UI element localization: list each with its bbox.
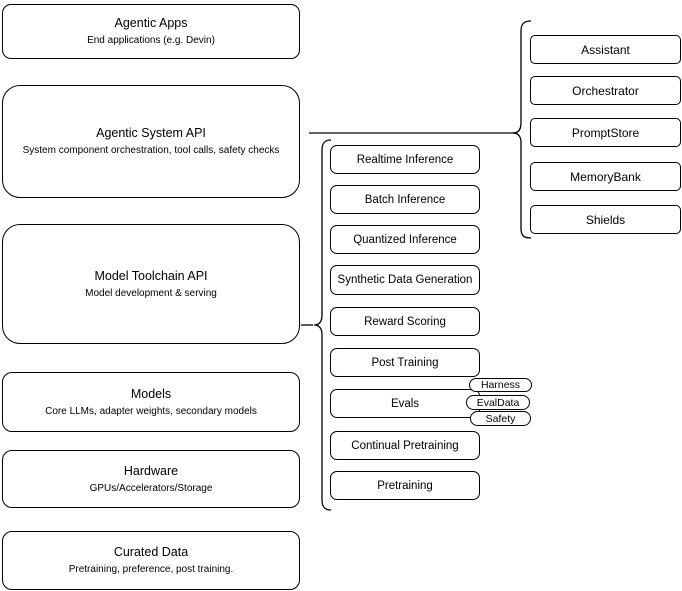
node-title: Model Toolchain API (94, 268, 208, 283)
component-orchestrator: Orchestrator (530, 76, 681, 105)
toolchain-item-batch-inference: Batch Inference (330, 185, 480, 214)
node-agentic-system-api: Agentic System API System component orch… (2, 85, 300, 198)
node-title: Hardware (123, 463, 179, 478)
toolchain-item-quantized-inference: Quantized Inference (330, 225, 480, 254)
node-subtitle: GPUs/Accelerators/Storage (89, 482, 213, 494)
node-title: Agentic Apps (114, 16, 188, 30)
node-subtitle: Pretraining, preference, post training. (68, 564, 234, 575)
node-subtitle: Model development & serving (85, 287, 217, 299)
evals-tag-safety: Safety (470, 411, 531, 426)
evals-tag-harness: Harness (469, 378, 532, 392)
toolchain-item-post-training: Post Training (330, 348, 480, 377)
node-title: Models (130, 386, 172, 401)
node-title: Agentic System API (96, 126, 206, 140)
component-memorybank: MemoryBank (530, 162, 681, 191)
node-title: Curated Data (113, 545, 189, 559)
toolchain-item-reward-scoring: Reward Scoring (330, 307, 480, 336)
toolchain-item-continual-pretraining: Continual Pretraining (330, 431, 480, 460)
component-assistant: Assistant (530, 35, 681, 64)
system-components-brace (512, 20, 532, 239)
component-promptstore: PromptStore (530, 118, 681, 147)
component-shields: Shields (530, 205, 681, 234)
node-model-toolchain-api: Model Toolchain API Model development & … (2, 224, 300, 344)
toolchain-item-realtime-inference: Realtime Inference (330, 145, 480, 174)
node-subtitle: System component orchestration, tool cal… (22, 145, 280, 156)
node-subtitle: End applications (e.g. Devin) (87, 35, 215, 46)
toolchain-item-evals: Evals (330, 389, 480, 418)
evals-tag-evaldata: EvalData (466, 395, 530, 410)
node-curated-data: Curated Data Pretraining, preference, po… (2, 531, 300, 590)
toolchain-item-synthetic-data-generation: Synthetic Data Generation (330, 265, 480, 295)
toolchain-brace (313, 139, 332, 511)
node-agentic-apps: Agentic Apps End applications (e.g. Devi… (2, 4, 300, 59)
node-hardware: Hardware GPUs/Accelerators/Storage (2, 450, 300, 508)
node-models: Models Core LLMs, adapter weights, secon… (2, 372, 300, 432)
node-subtitle: Core LLMs, adapter weights, secondary mo… (45, 405, 257, 417)
toolchain-item-pretraining: Pretraining (330, 471, 480, 500)
